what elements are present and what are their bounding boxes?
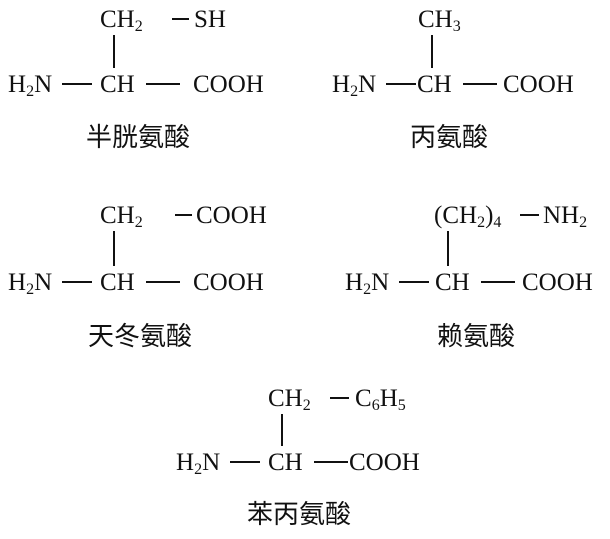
alpha-carbon: CH <box>100 71 135 98</box>
compound-name: 苯丙氨酸 <box>247 500 351 530</box>
carboxyl-group: COOH <box>522 269 593 296</box>
side-chain-terminal: NH2 <box>543 202 587 231</box>
amine-group: H2N <box>332 71 376 100</box>
side-chain: CH2 <box>100 202 143 231</box>
carboxyl-group: COOH <box>503 71 574 98</box>
carboxyl-group: COOH <box>349 449 420 476</box>
compound-name: 丙氨酸 <box>410 123 488 153</box>
side-chain-terminal: SH <box>194 6 226 33</box>
compound-name: 天冬氨酸 <box>88 322 192 352</box>
side-chain: CH2 <box>100 6 143 35</box>
amine-group: H2N <box>176 449 220 478</box>
amine-group: H2N <box>8 71 52 100</box>
compound-name: 赖氨酸 <box>437 322 515 352</box>
alpha-carbon: CH <box>435 269 470 296</box>
alpha-carbon: CH <box>100 269 135 296</box>
side-chain: (CH2)4 <box>434 202 501 231</box>
side-chain: CH3 <box>418 6 461 35</box>
amine-group: H2N <box>345 269 389 298</box>
alpha-carbon: CH <box>417 71 452 98</box>
side-chain: CH2 <box>268 385 311 414</box>
compound-name: 半胱氨酸 <box>86 123 190 153</box>
carboxyl-group: COOH <box>193 269 264 296</box>
side-chain-terminal: C6H5 <box>355 385 406 414</box>
alpha-carbon: CH <box>268 449 303 476</box>
carboxyl-group: COOH <box>193 71 264 98</box>
amine-group: H2N <box>8 269 52 298</box>
side-chain-terminal: COOH <box>196 202 267 229</box>
